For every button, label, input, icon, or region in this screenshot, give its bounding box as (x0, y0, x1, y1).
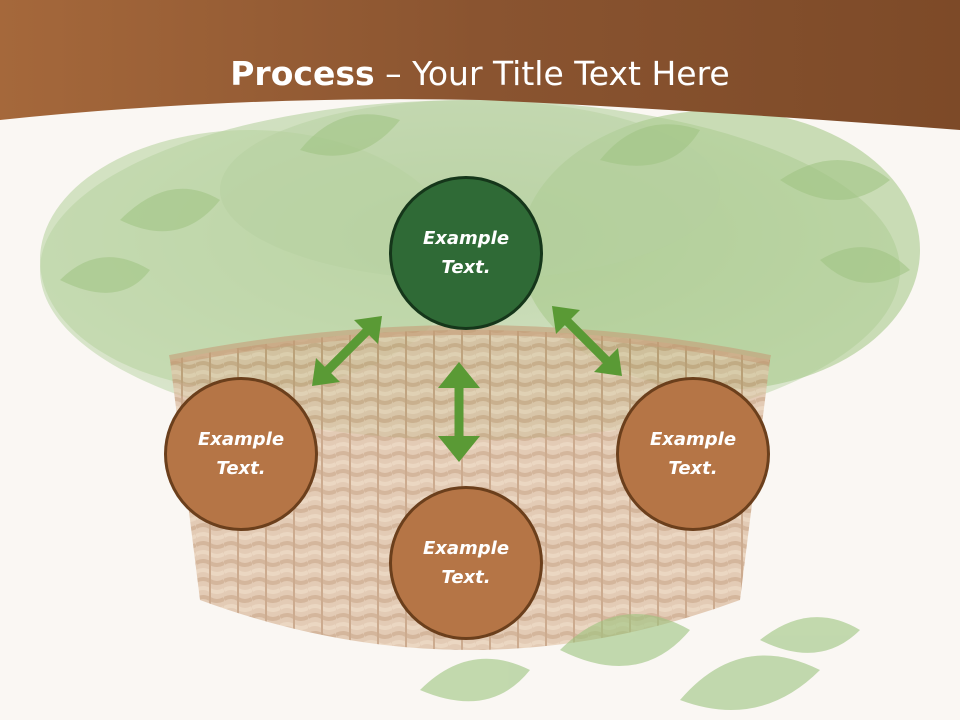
process-circle-top[interactable]: Example Text. (389, 176, 543, 330)
circle-right-line1: Example (649, 429, 737, 450)
circle-bottom-line2: Text. (441, 567, 491, 588)
circle-top-line1: Example (422, 228, 510, 249)
circle-left-line2: Text. (216, 458, 266, 479)
circle-right-line2: Text. (668, 458, 718, 479)
process-circle-left[interactable]: Example Text. (164, 377, 318, 531)
circle-top-line2: Text. (441, 257, 491, 278)
title-text: Your Title Text Here (412, 54, 730, 93)
circle-top-label: Example Text. (411, 224, 521, 282)
circle-left-label: Example Text. (186, 425, 296, 483)
circle-right-label: Example Text. (638, 425, 748, 483)
title-separator: – (374, 54, 413, 93)
circle-bottom-line1: Example (422, 538, 510, 559)
title-bold: Process (230, 54, 375, 93)
process-circle-bottom[interactable]: Example Text. (389, 486, 543, 640)
circle-bottom-label: Example Text. (411, 534, 521, 592)
title-banner (0, 0, 960, 130)
circle-left-line1: Example (197, 429, 285, 450)
process-circle-right[interactable]: Example Text. (616, 377, 770, 531)
slide-title[interactable]: Process – Your Title Text Here (0, 52, 960, 96)
